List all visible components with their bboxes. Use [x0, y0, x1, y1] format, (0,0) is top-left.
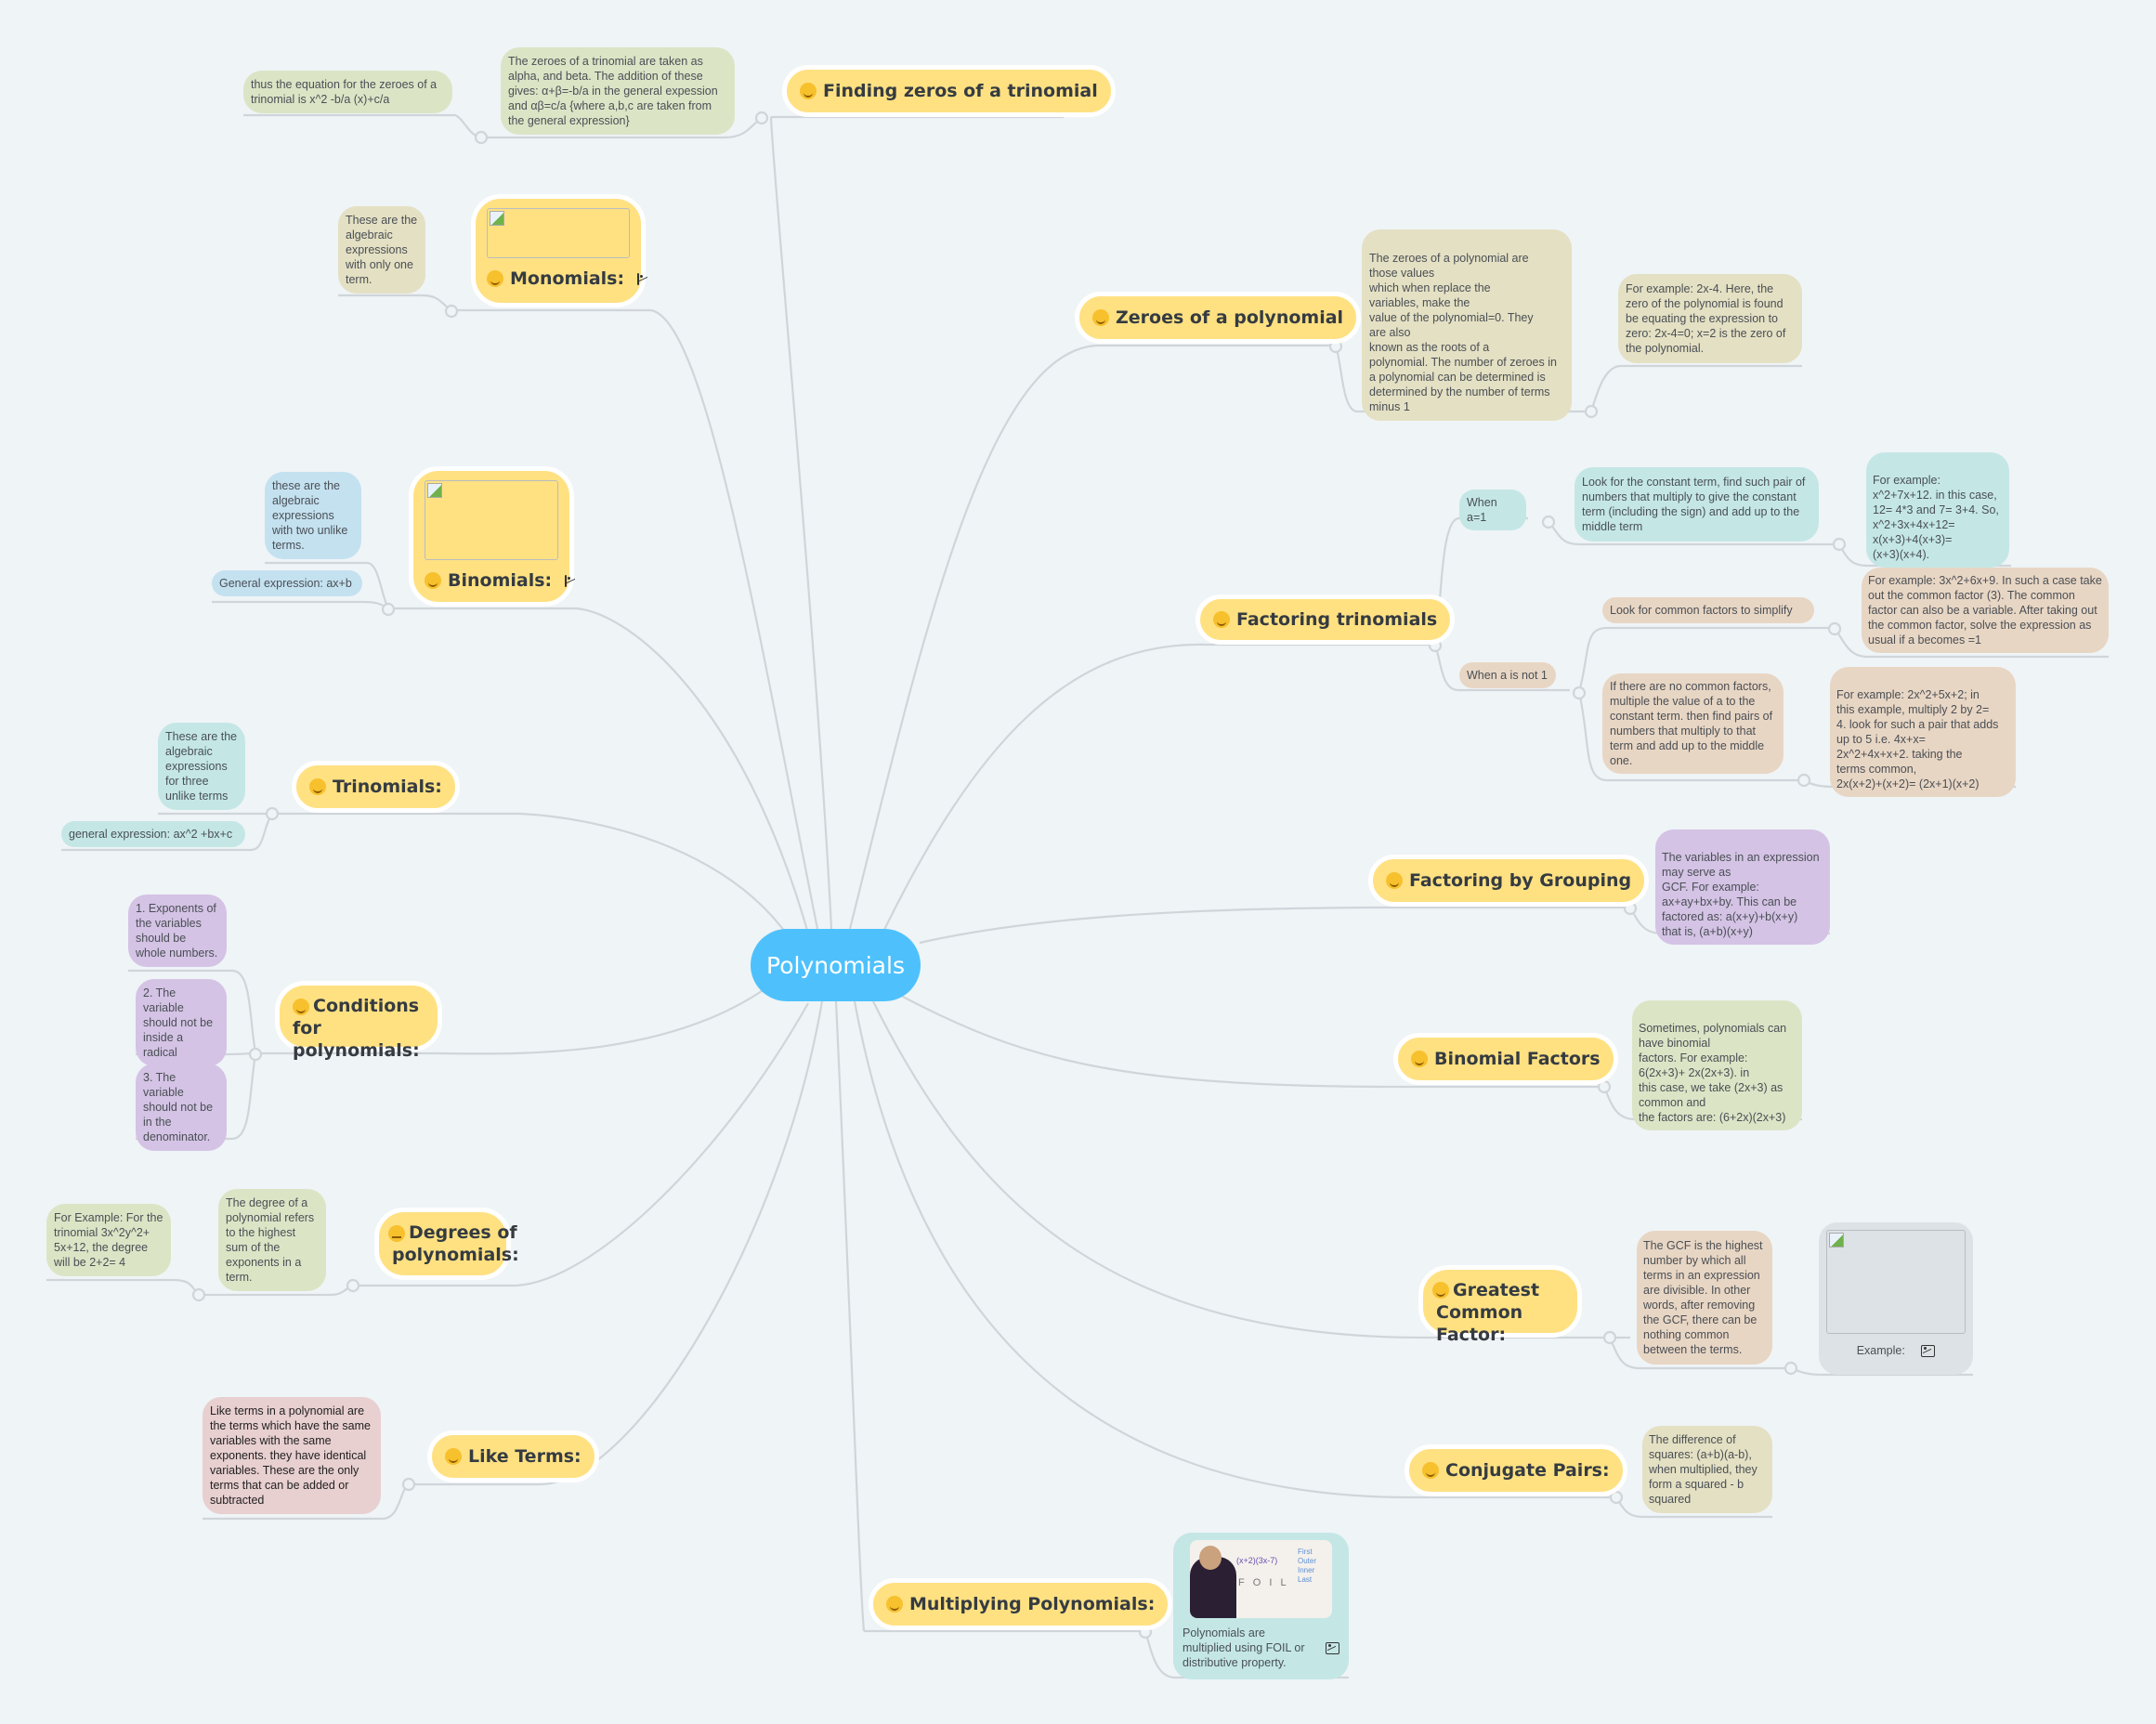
topic-finding-zeros[interactable]: Finding zeros of a trinomial	[782, 65, 1116, 117]
neutral-face-icon	[388, 1225, 405, 1242]
case-a-equals-1[interactable]: When a=1	[1459, 490, 1526, 530]
topic-monomials[interactable]: Monomials:	[471, 194, 646, 307]
smiley-icon	[1213, 611, 1230, 628]
root-topic[interactable]: Polynomials	[751, 929, 921, 1001]
smiley-icon	[1092, 309, 1109, 326]
topic-conditions[interactable]: Conditions for polynomials:	[275, 981, 442, 1061]
topic-label: Factoring by Grouping	[1409, 870, 1632, 891]
smiley-icon	[1422, 1462, 1439, 1479]
broken-image-placeholder	[487, 208, 630, 258]
topic-conjugate-pairs[interactable]: Conjugate Pairs:	[1405, 1444, 1627, 1496]
topic-label: Binomials:	[448, 570, 553, 591]
topic-multiplying[interactable]: Multiplying Polynomials:	[869, 1578, 1173, 1630]
topic-factoring-trinomials[interactable]: Factoring trinomials	[1196, 594, 1456, 645]
note-degrees-definition[interactable]: The degree of a polynomial refers to the…	[218, 1189, 326, 1291]
smiley-icon	[1432, 1282, 1449, 1299]
note-condition-3[interactable]: 3. The variable should not be in the den…	[136, 1064, 227, 1151]
topic-label: Trinomials:	[333, 777, 442, 797]
note-multiplying[interactable]: (x+2)(3x-7) F O I L First Outer Inner La…	[1173, 1533, 1349, 1679]
topic-label: Binomial Factors	[1434, 1049, 1601, 1069]
broken-image-placeholder	[1826, 1230, 1966, 1334]
smiley-icon	[425, 572, 441, 589]
note-zeros-equation[interactable]: thus the equation for the zeroes of a tr…	[243, 71, 452, 113]
foil-image[interactable]: (x+2)(3x-7) F O I L First Outer Inner La…	[1190, 1540, 1332, 1618]
note-condition-2[interactable]: 2. The variable should not be inside a r…	[136, 979, 227, 1066]
note-zeros-alpha-beta[interactable]: The zeroes of a trinomial are taken as a…	[501, 47, 735, 135]
topic-label: Monomials:	[510, 268, 625, 289]
topic-label: Conjugate Pairs:	[1445, 1460, 1610, 1481]
topic-zeroes-polynomial[interactable]: Zeroes of a polynomial	[1075, 292, 1362, 344]
note-a1-step[interactable]: Look for the constant term, find such pa…	[1575, 467, 1819, 542]
topic-binomials[interactable]: Binomials:	[409, 466, 574, 607]
image-icon[interactable]	[1326, 1641, 1339, 1654]
image-icon[interactable]	[565, 574, 571, 587]
topic-label: Like Terms:	[468, 1446, 581, 1467]
topic-gcf[interactable]: Greatest Common Factor:	[1418, 1265, 1582, 1345]
smiley-icon	[886, 1596, 903, 1613]
note-binomials-definition[interactable]: these are the algebraic expressions with…	[265, 472, 361, 559]
smiley-icon	[487, 270, 503, 287]
smiley-icon	[800, 83, 817, 99]
image-icon[interactable]	[1921, 1345, 1936, 1358]
note-degrees-example[interactable]: For Example: For the trinomial 3x^2y^2+ …	[46, 1204, 171, 1276]
smiley-icon	[1411, 1051, 1428, 1067]
note-a1-example[interactable]: For example: x^2+7x+12. in this case, 12…	[1866, 452, 2009, 568]
note-grouping[interactable]: The variables in an expression may serve…	[1655, 829, 1830, 945]
topic-label: Zeroes of a polynomial	[1116, 307, 1344, 328]
gcf-example-card[interactable]: Example:	[1819, 1222, 1973, 1375]
note-common-factors-example[interactable]: For example: 3x^2+6x+9. In such a case t…	[1862, 568, 2109, 653]
smiley-icon	[1386, 872, 1403, 889]
topic-label: Degrees of polynomials:	[392, 1222, 519, 1265]
note-conjugate-pairs[interactable]: The difference of squares: (a+b)(a-b), w…	[1642, 1426, 1772, 1513]
topic-binomial-factors[interactable]: Binomial Factors	[1393, 1033, 1618, 1085]
topic-degrees[interactable]: Degrees of polynomials:	[374, 1208, 519, 1280]
topic-label: Finding zeros of a trinomial	[823, 81, 1098, 101]
image-icon[interactable]	[637, 272, 644, 285]
smiley-icon	[445, 1448, 462, 1465]
broken-image-placeholder	[425, 480, 558, 560]
root-label: Polynomials	[766, 951, 905, 979]
foil-words: First Outer Inner Last	[1298, 1548, 1317, 1584]
topic-factoring-grouping[interactable]: Factoring by Grouping	[1368, 855, 1650, 907]
note-monomials[interactable]: These are the algebraic expressions with…	[338, 206, 425, 294]
smiley-icon	[293, 999, 309, 1015]
note-trinomials-general[interactable]: general expression: ax^2 +bx+c	[61, 821, 245, 847]
note-binomials-general[interactable]: General expression: ax+b	[212, 570, 362, 596]
person-head	[1199, 1546, 1222, 1570]
note-zeroes-example[interactable]: For example: 2x-4. Here, the zero of the…	[1618, 274, 1802, 363]
topic-label: Factoring trinomials	[1236, 609, 1438, 630]
note-no-common-factors-example[interactable]: For example: 2x^2+5x+2; in this example,…	[1830, 667, 2016, 797]
case-a-not-1[interactable]: When a is not 1	[1459, 662, 1556, 688]
note-trinomials-definition[interactable]: These are the algebraic expressions for …	[158, 723, 245, 810]
topic-trinomials[interactable]: Trinomials:	[292, 761, 460, 813]
note-zeroes-definition[interactable]: The zeroes of a polynomial are those val…	[1362, 229, 1572, 421]
note-condition-1[interactable]: 1. Exponents of the variables should be …	[128, 895, 227, 967]
smiley-icon	[309, 778, 326, 795]
note-binomial-factors[interactable]: Sometimes, polynomials can have binomial…	[1632, 1000, 1802, 1130]
topic-label: Greatest Common Factor:	[1436, 1280, 1540, 1345]
note-like-terms[interactable]: Like terms in a polynomial are the terms…	[203, 1397, 381, 1514]
note-gcf[interactable]: The GCF is the highest number by which a…	[1637, 1231, 1772, 1365]
topic-label: Conditions for polynomials:	[293, 996, 420, 1061]
topic-label: Multiplying Polynomials:	[909, 1594, 1156, 1614]
note-common-factors-step[interactable]: Look for common factors to simplify	[1602, 597, 1814, 623]
note-no-common-factors-step[interactable]: If there are no common factors, multiple…	[1602, 673, 1784, 774]
topic-like-terms[interactable]: Like Terms:	[427, 1430, 599, 1482]
